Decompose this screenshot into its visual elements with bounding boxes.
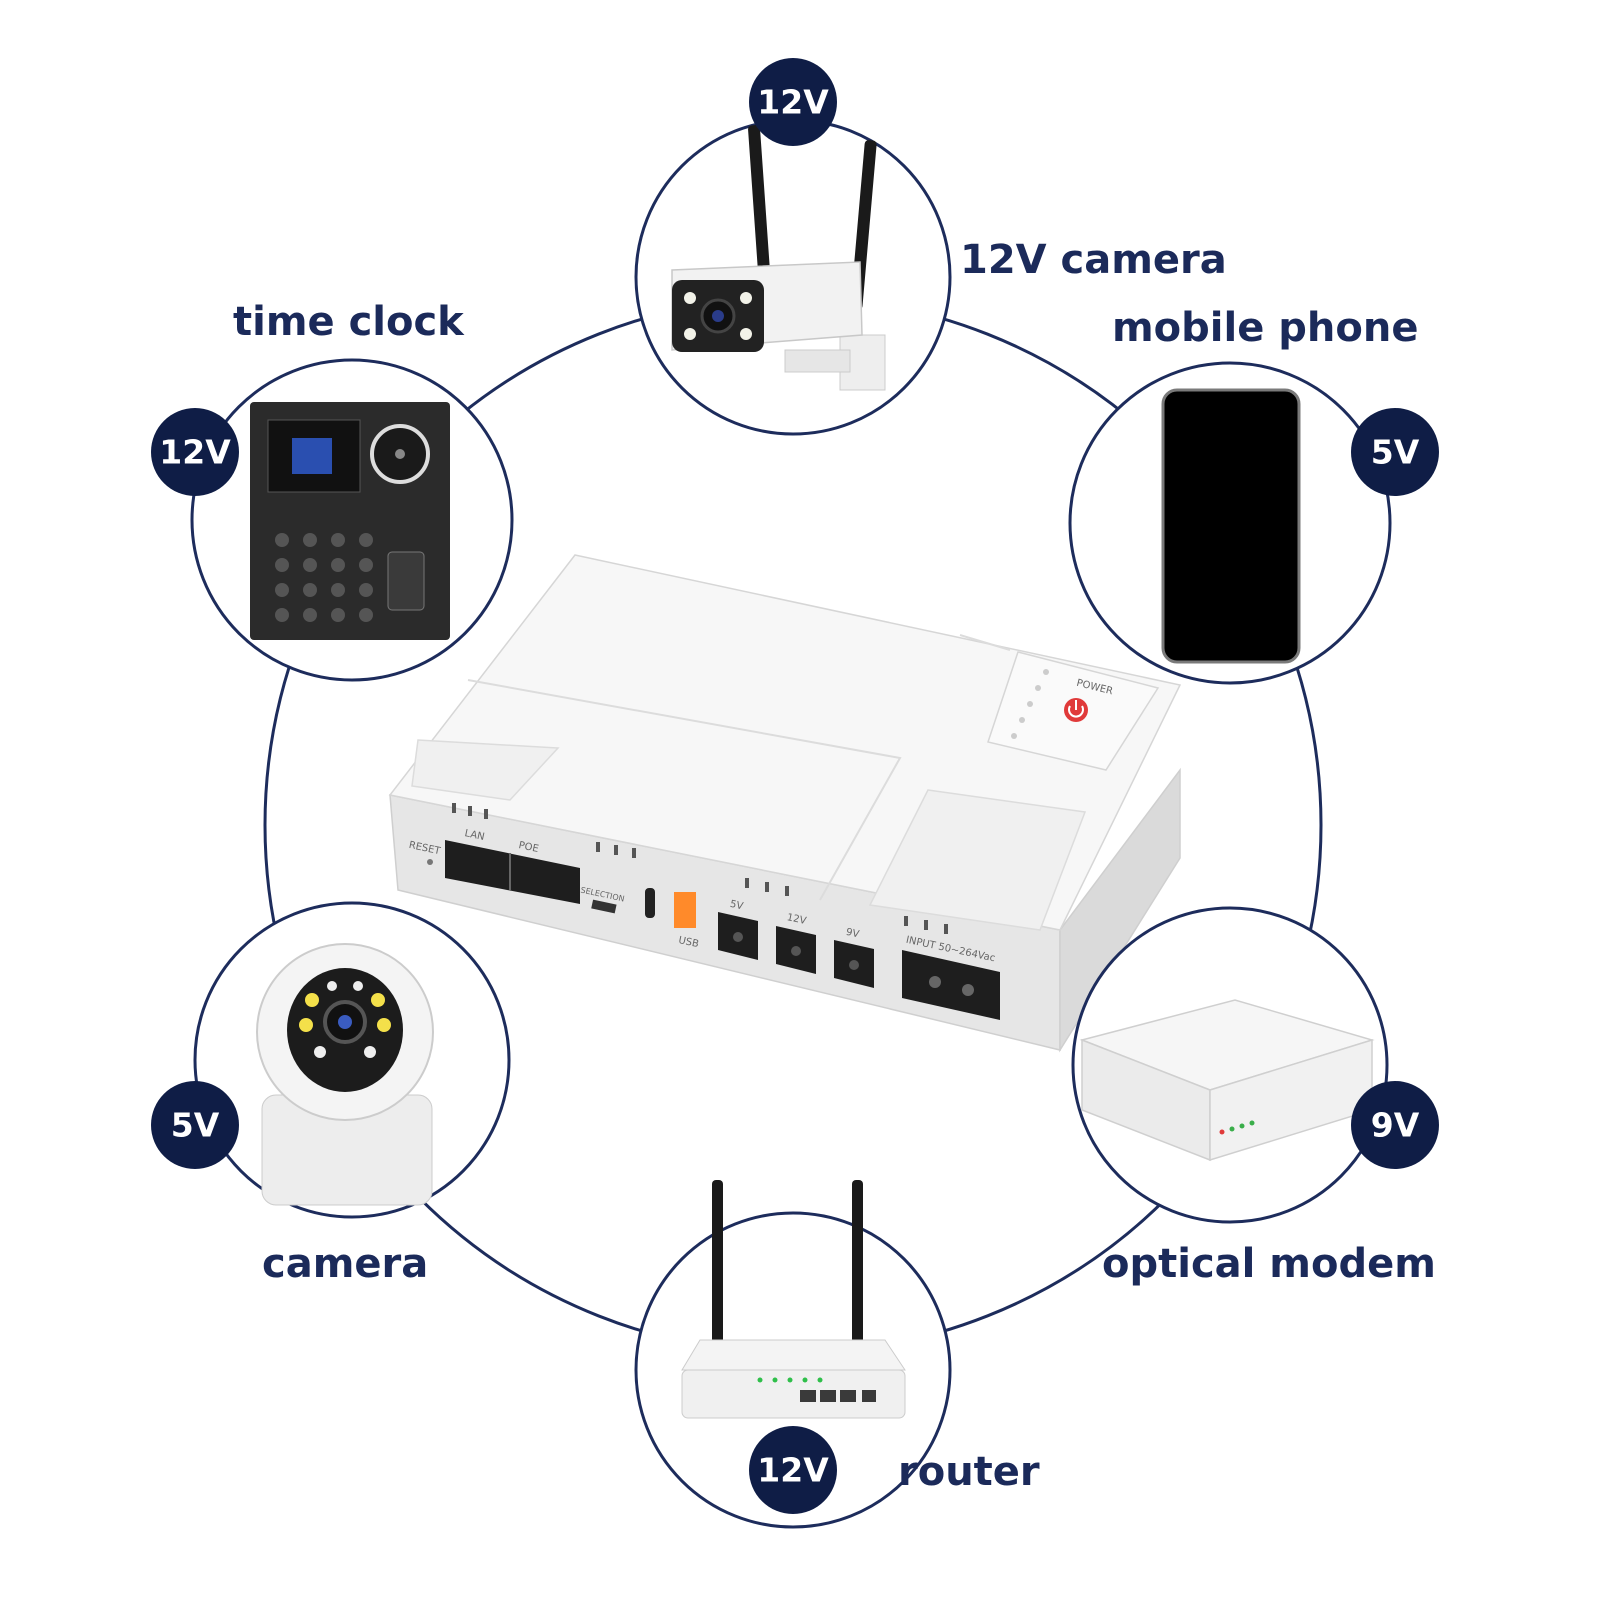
optical-modem-icon	[1079, 999, 1375, 1162]
voltage-badge-bottom: 12V	[749, 1426, 837, 1514]
vent-slots	[452, 803, 948, 934]
dc-5v-port	[718, 912, 758, 960]
ac-input-port	[902, 950, 1000, 1020]
bullet-camera-icon	[671, 125, 886, 391]
type-c-port	[645, 888, 655, 918]
label-router: router	[898, 1449, 1040, 1495]
voltage-text: 12V	[757, 83, 829, 122]
voltage-text: 12V	[757, 1451, 829, 1490]
status-leds	[1011, 669, 1049, 739]
voltage-badge-upper-left: 12V	[151, 408, 239, 496]
reset-hole	[427, 859, 433, 865]
voltage-badge-lower-right: 9V	[1351, 1081, 1439, 1169]
time-clock-icon	[250, 402, 450, 640]
voltage-text: 5V	[1371, 433, 1420, 472]
dc-12v-port	[776, 926, 816, 974]
label-optical-modem: optical modem	[1102, 1241, 1436, 1287]
voltage-badge-lower-left: 5V	[151, 1081, 239, 1169]
usb-port	[674, 892, 696, 928]
port-9v-label: 9V	[845, 927, 860, 941]
port-12v-label: 12V	[786, 912, 808, 927]
voltage-badge-upper-right: 5V	[1351, 408, 1439, 496]
lan-label: LAN	[464, 828, 486, 843]
device-12v-camera	[634, 118, 952, 436]
router-icon	[681, 1180, 906, 1419]
port-5v-label: 5V	[729, 899, 744, 913]
dc-9v-port	[834, 940, 874, 988]
mini-ups-device: POWER RESET LAN POE SELECTION USB 5V 12V	[388, 554, 1182, 1053]
label-time-clock: time clock	[233, 299, 464, 345]
mobile-phone-icon	[1161, 388, 1301, 664]
poe-label: POE	[517, 840, 539, 855]
dome-camera-icon	[256, 943, 434, 1206]
device-router	[634, 1180, 952, 1529]
voltage-text: 5V	[171, 1106, 220, 1145]
selection-switch	[591, 899, 617, 914]
voltage-badge-top: 12V	[749, 58, 837, 146]
voltage-text: 12V	[159, 433, 231, 472]
lan-poe-ports	[445, 840, 580, 904]
device-time-clock	[190, 358, 514, 682]
label-camera: camera	[262, 1241, 429, 1287]
label-12v-camera: 12V camera	[960, 237, 1227, 283]
usb-label: USB	[677, 935, 700, 950]
voltage-text: 9V	[1371, 1106, 1420, 1145]
power-button-icon	[1064, 698, 1088, 722]
device-mobile-phone	[1068, 361, 1392, 685]
device-camera	[193, 901, 511, 1219]
device-optical-modem	[1071, 906, 1389, 1224]
label-mobile-phone: mobile phone	[1112, 305, 1419, 351]
